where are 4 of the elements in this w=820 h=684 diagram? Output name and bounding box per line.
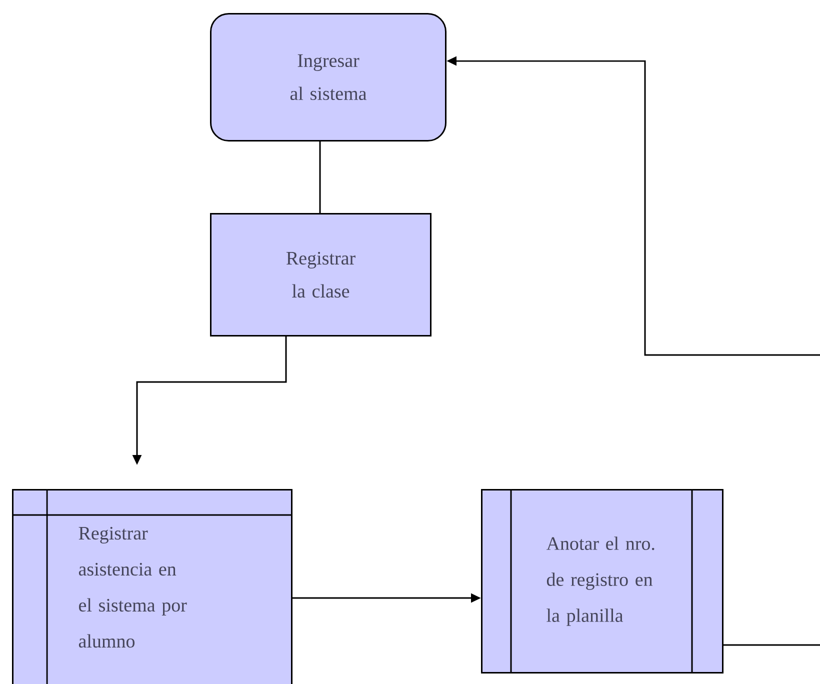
subprocess-box: Registrar asistencia en el sistema por alumno xyxy=(12,489,292,684)
process-box: Registrar la clase xyxy=(210,213,432,336)
rounded-process-box: Ingresar al sistema xyxy=(210,13,446,142)
subprocess-box: Anotar el nro. de registro en la planilla xyxy=(481,489,724,674)
